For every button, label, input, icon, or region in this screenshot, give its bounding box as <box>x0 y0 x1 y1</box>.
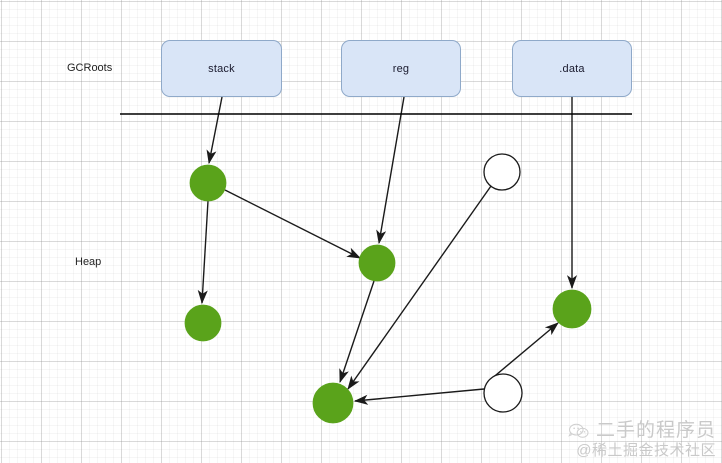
root-box-label: .data <box>559 62 585 75</box>
heap-object-node-reachable[interactable] <box>312 382 354 424</box>
edge-n7-to-n4 <box>353 388 485 405</box>
heap-object-node-reachable[interactable] <box>358 244 396 282</box>
nodes-layer <box>184 153 592 424</box>
root-box-reg[interactable]: reg <box>341 40 461 97</box>
root-box-data[interactable]: .data <box>512 40 632 97</box>
gcroots-label: GCRoots <box>67 62 113 74</box>
root-box-label: reg <box>392 62 410 75</box>
edge-n3-to-n4 <box>339 280 375 384</box>
edge-n7-to-n5 <box>489 322 559 381</box>
edge-stack-to-n1 <box>206 96 223 165</box>
heap-object-node-unreachable[interactable] <box>483 373 523 413</box>
watermark-author: 二手的程序员 <box>595 419 716 441</box>
heap-object-node-reachable[interactable] <box>552 289 592 329</box>
watermark: 二手的程序员 @稀土掘金技术社区 <box>568 420 716 459</box>
edge-n6-to-n4 <box>347 185 492 390</box>
heap-object-node-unreachable[interactable] <box>483 153 521 191</box>
wechat-logo-icon <box>568 422 590 440</box>
root-box-label: stack <box>208 62 235 75</box>
edges-layer <box>197 96 578 405</box>
edge-n1-to-n3 <box>224 189 362 259</box>
watermark-line-1: 二手的程序员 <box>568 420 716 442</box>
root-box-stack[interactable]: stack <box>161 40 282 97</box>
watermark-line-2: @稀土掘金技术社区 <box>576 441 716 459</box>
heap-object-node-reachable[interactable] <box>184 304 222 342</box>
heap-object-node-reachable[interactable] <box>189 164 227 202</box>
edge-n1-to-n2 <box>197 200 209 305</box>
heap-label: Heap <box>75 256 102 268</box>
edge-reg-to-n3 <box>376 96 405 245</box>
